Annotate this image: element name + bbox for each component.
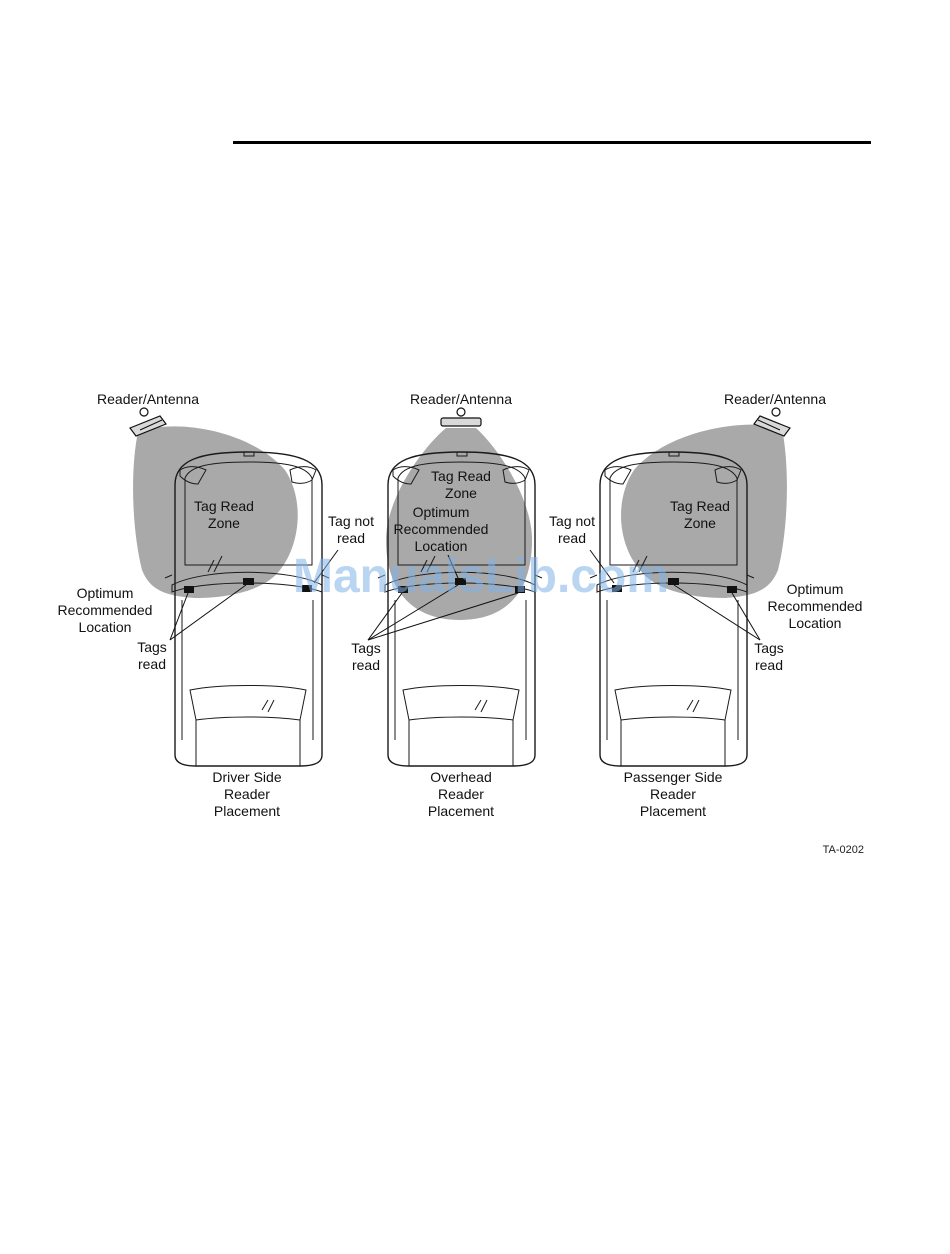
tags-read-label: read <box>138 656 166 672</box>
tags-read-label: Tags <box>351 640 381 656</box>
panel-overhead: Reader/Antenna Tag Read Zone Optimum Rec… <box>351 391 543 819</box>
tag-read-zone <box>386 428 532 620</box>
figure-id: TA-0202 <box>823 844 864 856</box>
tag-not-read-marker <box>302 585 312 592</box>
tag-read-marker <box>727 586 737 593</box>
tag-not-read-marker <box>612 585 622 592</box>
panel-caption: Driver Side <box>212 769 281 785</box>
watermark-text: ManualsLib.com <box>293 550 669 603</box>
tag-read-zone-label: Zone <box>445 485 477 501</box>
header-rule <box>233 141 871 144</box>
reader-antenna-device <box>753 407 791 437</box>
tag-not-read-label: Tag not <box>328 513 374 529</box>
tag-read-marker <box>184 586 194 593</box>
tag-read-marker <box>668 578 679 585</box>
reader-antenna-label: Reader/Antenna <box>410 391 512 407</box>
optimum-location-label: Location <box>79 619 132 635</box>
tag-not-read-label: Tag not <box>549 513 595 529</box>
tags-read-label: Tags <box>754 640 784 656</box>
panel-caption: Placement <box>640 803 706 819</box>
tag-read-marker <box>243 578 254 585</box>
panel-caption: Overhead <box>430 769 491 785</box>
optimum-location-label: Location <box>789 615 842 631</box>
optimum-location-label: Optimum <box>787 581 844 597</box>
tags-read-label: Tags <box>137 639 167 655</box>
optimum-location-label: Recommended <box>768 598 863 614</box>
tag-read-zone-label: Zone <box>208 515 240 531</box>
tags-read-label: read <box>352 657 380 673</box>
panel-caption: Reader <box>224 786 270 802</box>
optimum-location-label: Recommended <box>58 602 153 618</box>
vehicle-outline <box>164 451 330 767</box>
tag-read-zone-label: Zone <box>684 515 716 531</box>
tag-not-read-label: read <box>337 530 365 546</box>
reader-antenna-device <box>440 407 482 427</box>
tag-read-zone-label: Tag Read <box>194 498 254 514</box>
tag-read-marker <box>515 586 525 593</box>
optimum-location-label: Recommended <box>394 521 489 537</box>
tag-read-zone-label: Tag Read <box>670 498 730 514</box>
reader-antenna-device <box>129 407 167 437</box>
panel-caption: Passenger Side <box>624 769 723 785</box>
optimum-location-label: Optimum <box>77 585 134 601</box>
optimum-location-label: Optimum <box>413 504 470 520</box>
panel-caption: Reader <box>438 786 484 802</box>
vehicle-outline <box>589 451 755 767</box>
reader-antenna-label: Reader/Antenna <box>97 391 199 407</box>
tag-not-read-label: read <box>558 530 586 546</box>
tag-read-marker <box>455 578 466 585</box>
tag-read-marker <box>398 586 408 593</box>
tag-read-zone <box>133 426 298 598</box>
tag-read-zone <box>621 424 787 598</box>
reader-antenna-label: Reader/Antenna <box>724 391 826 407</box>
panel-passenger-side: Reader/Antenna Tag Read Zone Tag not rea… <box>549 391 862 819</box>
tags-read-label: read <box>755 657 783 673</box>
panel-caption: Placement <box>214 803 280 819</box>
optimum-location-label: Location <box>415 538 468 554</box>
panel-driver-side: Reader/Antenna Tag Read Zone Tag not rea… <box>58 391 375 819</box>
tag-read-zone-label: Tag Read <box>431 468 491 484</box>
panel-caption: Reader <box>650 786 696 802</box>
panel-caption: Placement <box>428 803 494 819</box>
